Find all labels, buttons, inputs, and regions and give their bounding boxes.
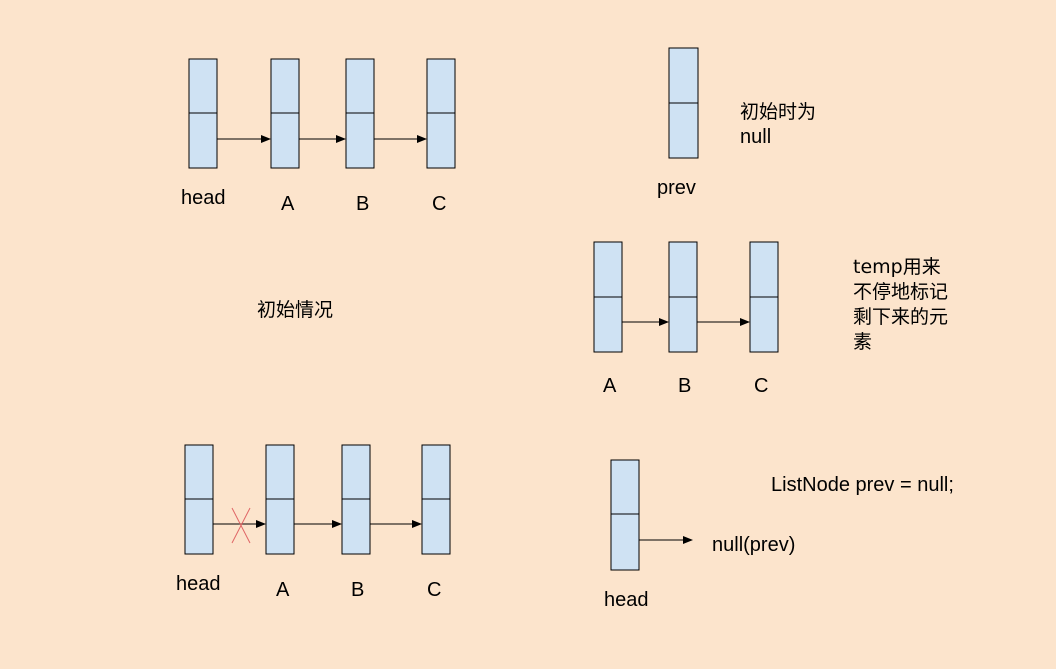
list-node-mid-c [749, 241, 779, 353]
temp-list: A B C temp用来 不停地标记 剩下来的元 素 [593, 241, 948, 397]
arrow-mid-a-to-b [622, 318, 669, 326]
temp-note-line-4: 素 [853, 331, 872, 353]
arrow-bottom-head-to-a [213, 520, 266, 528]
list-node-mid-a [593, 241, 623, 353]
arrow-top-a-to-b [299, 135, 346, 143]
list-node-bottom-a [265, 444, 295, 555]
reversed-head-group: null(prev) head ListNode prev = null; [604, 459, 954, 611]
list-node-bottom-head [184, 444, 214, 555]
label-top-a: A [281, 193, 295, 215]
label-bottom-c: C [427, 579, 441, 601]
code-line: ListNode prev = null; [771, 474, 954, 496]
prev-group: prev 初始时为 null [657, 47, 816, 199]
label-mid-a: A [603, 375, 617, 397]
label-top-c: C [432, 193, 446, 215]
arrow-top-head-to-a [217, 135, 271, 143]
bottom-list: head A B C [176, 444, 451, 601]
top-list: head A B C [181, 58, 456, 215]
arrow-bottom-b-to-c [370, 520, 422, 528]
label-mid-b: B [678, 375, 691, 397]
prev-note-line-2: null [740, 126, 771, 148]
label-top-b: B [356, 193, 369, 215]
list-node-top-head [188, 58, 218, 169]
list-node-bottom-b [341, 444, 371, 555]
list-node-bottom-c [421, 444, 451, 555]
list-node-mid-b [668, 241, 698, 353]
initial-caption: 初始情况 [257, 299, 333, 321]
label-bottom-b: B [351, 579, 364, 601]
list-node-top-c [426, 58, 456, 169]
label-bottom-head: head [176, 573, 221, 595]
arrow-top-b-to-c [374, 135, 427, 143]
arrow-bottom-a-to-b [294, 520, 342, 528]
label-mid-c: C [754, 375, 768, 397]
arrow-mid-b-to-c [697, 318, 750, 326]
temp-note-line-1: temp用来 [853, 256, 941, 278]
list-node-prev [668, 47, 699, 159]
arrow-head-to-null [639, 536, 693, 544]
label-prev: prev [657, 177, 696, 199]
prev-note-line-1: 初始时为 [740, 101, 816, 123]
list-node-top-a [270, 58, 300, 169]
temp-note-line-2: 不停地标记 [853, 281, 948, 303]
list-node-top-b [345, 58, 375, 169]
label-null-prev: null(prev) [712, 534, 795, 556]
temp-note-line-3: 剩下来的元 [853, 306, 948, 328]
broken-link-cross-icon [231, 507, 251, 544]
label-top-head: head [181, 187, 226, 209]
label-bottom-a: A [276, 579, 290, 601]
list-node-right-head [610, 459, 640, 571]
label-right-head: head [604, 589, 649, 611]
